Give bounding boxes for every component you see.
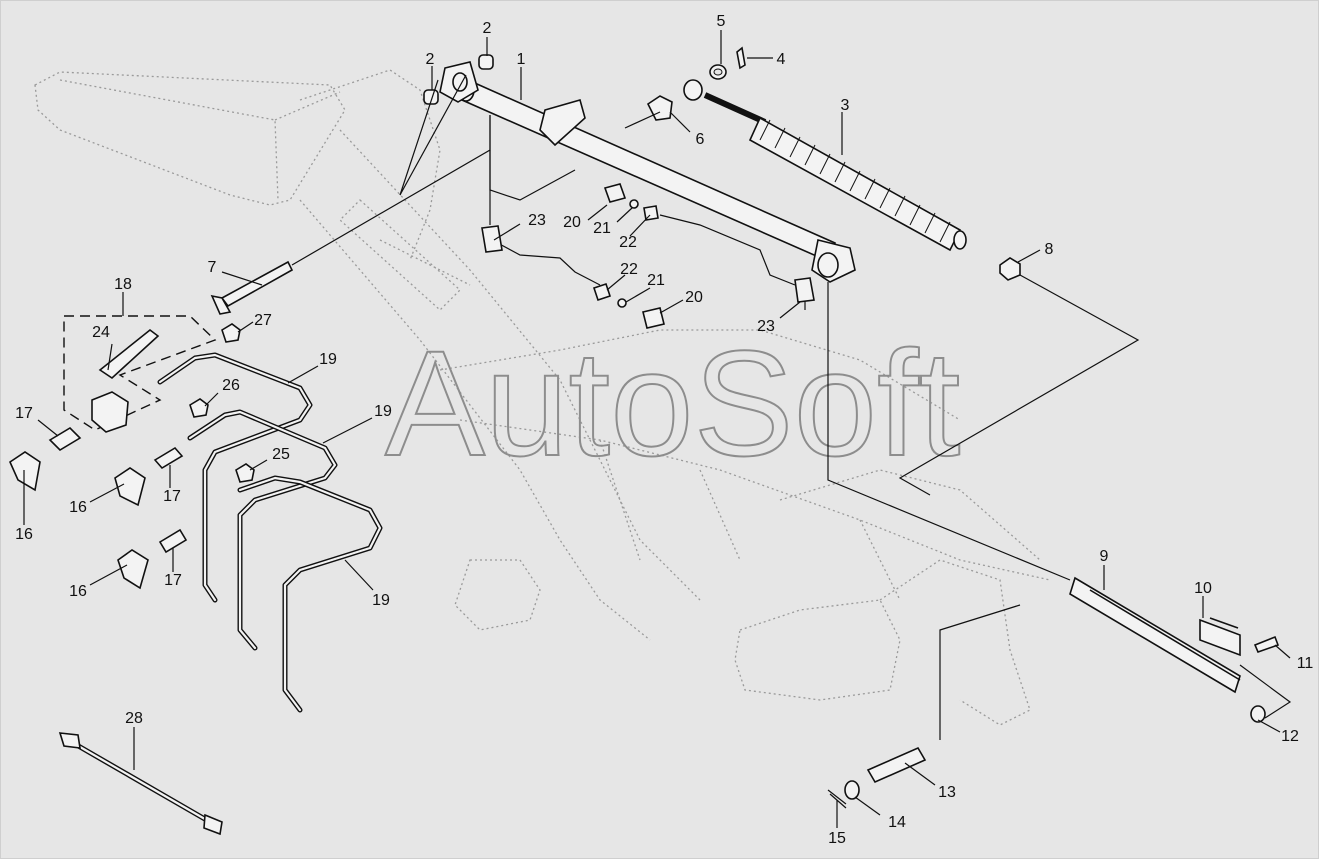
callout-17a: 17 <box>15 405 33 422</box>
assembly-guide-lines <box>291 74 1292 740</box>
part-27-nut <box>221 323 241 343</box>
callout-22a: 22 <box>619 234 637 251</box>
callout-19b: 19 <box>374 403 392 420</box>
callout-28: 28 <box>125 710 143 727</box>
callout-2b: 2 <box>483 20 492 37</box>
callout-22b: 22 <box>620 261 638 278</box>
callout-25: 25 <box>272 446 290 463</box>
part-14-washer <box>844 780 860 800</box>
callout-leaders <box>23 30 1291 828</box>
callout-19c: 19 <box>372 592 390 609</box>
part-12-clip <box>1250 705 1266 723</box>
part-15-cotter <box>827 789 847 809</box>
callout-16a: 16 <box>15 526 33 543</box>
callout-3: 3 <box>841 97 850 114</box>
ghost-frame <box>34 69 1051 726</box>
callout-13: 13 <box>938 784 956 801</box>
callout-labels: 1 2 2 3 4 5 6 7 8 9 10 11 12 13 14 15 16… <box>15 13 1313 847</box>
callout-23b: 23 <box>757 318 775 335</box>
part-2-bushings <box>423 54 494 105</box>
callout-7: 7 <box>208 259 217 276</box>
callout-4: 4 <box>777 51 786 68</box>
callout-21b: 21 <box>647 272 665 289</box>
callout-1: 1 <box>517 51 526 68</box>
callout-19a: 19 <box>319 351 337 368</box>
part-18-valve-group <box>63 315 217 433</box>
callout-2a: 2 <box>426 51 435 68</box>
callout-8: 8 <box>1045 241 1054 258</box>
part-19-hoses <box>157 352 383 713</box>
callout-14: 14 <box>888 814 906 831</box>
parts-20-23-fittings <box>481 115 815 329</box>
callout-20a: 20 <box>563 214 581 231</box>
watermark-text: AutoSoft <box>385 319 960 487</box>
callout-16c: 16 <box>69 583 87 600</box>
callout-26: 26 <box>222 377 240 394</box>
callout-12: 12 <box>1281 728 1299 745</box>
callout-6: 6 <box>696 131 705 148</box>
callout-21a: 21 <box>593 220 611 237</box>
part-17-fittings <box>48 426 188 554</box>
part-9-bar <box>1069 576 1241 694</box>
callout-18: 18 <box>114 276 132 293</box>
callout-24: 24 <box>92 324 110 341</box>
callout-17c: 17 <box>164 572 182 589</box>
part-28-hose <box>58 732 223 836</box>
part-10-bracket <box>1199 617 1241 657</box>
part-6-sleeve <box>646 95 673 121</box>
part-7-l-pin <box>210 260 294 315</box>
part-1-cylinder <box>439 61 856 283</box>
callout-27: 27 <box>254 312 272 329</box>
callout-11: 11 <box>1297 655 1314 672</box>
callout-15: 15 <box>828 830 846 847</box>
part-5-washer <box>709 64 727 80</box>
callout-16b: 16 <box>69 499 87 516</box>
part-4-pin <box>736 46 746 70</box>
callout-5: 5 <box>717 13 726 30</box>
part-3-spring <box>683 79 967 252</box>
callout-9: 9 <box>1100 548 1109 565</box>
part-16-caps <box>8 451 149 590</box>
part-25-nut <box>235 463 255 483</box>
part-26-nut <box>189 398 209 418</box>
callout-10: 10 <box>1194 580 1212 597</box>
part-13-pin <box>866 746 927 784</box>
callout-20b: 20 <box>685 289 703 306</box>
part-8-nut <box>999 257 1021 281</box>
part-11-bolt <box>1253 635 1280 654</box>
callout-17b: 17 <box>163 488 181 505</box>
callout-23a: 23 <box>528 212 546 229</box>
